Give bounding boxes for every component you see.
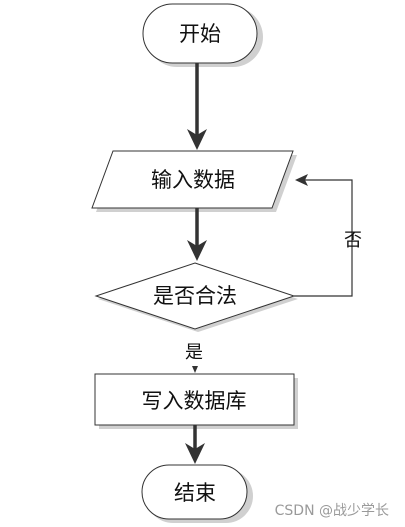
yes-arrow-head [192,366,198,373]
decision-label: 是否合法 [153,284,237,308]
arrow-input-to-decision-head [187,240,207,261]
write-label: 写入数据库 [142,389,247,413]
arrow-start-to-input-head [187,129,207,150]
end-node: 结束 [141,464,253,523]
watermark: CSDN @战少学长 [275,503,389,519]
start-node: 开始 [142,3,263,67]
yes-label: 是 [185,342,203,363]
write-node: 写入数据库 [94,373,298,429]
no-loop-line [294,179,353,297]
end-label: 结束 [174,481,216,505]
decision-node: 是否合法 [94,262,298,332]
no-loop-arrow-head [295,174,308,186]
no-label: 否 [344,230,362,251]
start-label: 开始 [179,22,221,46]
input-label: 输入数据 [151,168,235,192]
arrow-write-to-end-head [185,443,205,464]
input-node: 输入数据 [91,150,297,212]
